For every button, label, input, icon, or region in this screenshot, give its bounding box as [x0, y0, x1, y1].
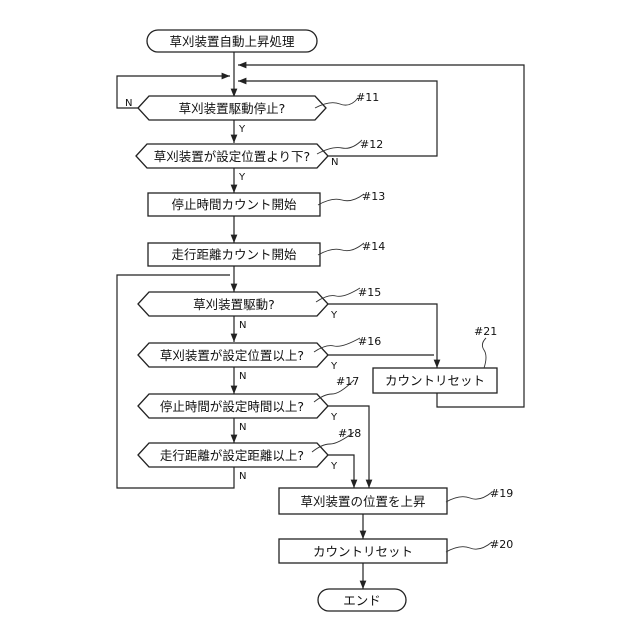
ref-18: #18 [338, 427, 361, 440]
branch-18-no: N [239, 471, 246, 482]
branch-18-yes: Y [330, 461, 338, 472]
decision-11-label: 草刈装置駆動停止? [179, 101, 286, 116]
process-20-label: カウントリセット [313, 544, 413, 559]
decision-11: 草刈装置駆動停止? [138, 96, 326, 120]
branch-11-yes: Y [238, 124, 246, 135]
branch-12-yes: Y [238, 172, 246, 183]
decision-15-label: 草刈装置駆動? [193, 297, 275, 312]
decision-17: 停止時間が設定時間以上? [138, 394, 328, 418]
ref-21: #21 [474, 325, 497, 338]
decision-12-label: 草刈装置が設定位置より下? [154, 149, 310, 164]
ref-12: #12 [360, 138, 383, 151]
branch-16-no: N [239, 371, 246, 382]
reference-leaders [312, 98, 492, 552]
end-terminal: エンド [318, 589, 406, 611]
ref-14: #14 [362, 240, 385, 253]
decision-12: 草刈装置が設定位置より下? [136, 144, 328, 168]
process-13-label: 停止時間カウント開始 [171, 197, 297, 212]
end-label: エンド [343, 593, 381, 608]
branch-17-yes: Y [330, 412, 338, 423]
process-14-label: 走行距離カウント開始 [171, 247, 297, 262]
start-terminal: 草刈装置自動上昇処理 [147, 30, 317, 52]
ref-15: #15 [358, 286, 381, 299]
ref-13: #13 [362, 190, 385, 203]
process-19-label: 草刈装置の位置を上昇 [300, 494, 425, 509]
process-21: カウントリセット [373, 368, 497, 393]
process-21-label: カウントリセット [385, 373, 485, 388]
ref-16: #16 [358, 335, 381, 348]
decision-16: 草刈装置が設定位置以上? [138, 343, 328, 367]
branch-15-no: N [239, 320, 246, 331]
ref-20: #20 [490, 538, 513, 551]
ref-11: #11 [356, 91, 379, 104]
reference-numbers: #11 #12 #13 #14 #15 #16 #17 #18 #19 #20 … [336, 91, 513, 551]
branch-12-no: N [331, 157, 338, 168]
process-19: 草刈装置の位置を上昇 [279, 488, 447, 514]
process-13: 停止時間カウント開始 [148, 193, 320, 216]
decision-15: 草刈装置駆動? [138, 292, 328, 316]
start-label: 草刈装置自動上昇処理 [169, 34, 295, 49]
decision-18: 走行距離が設定距離以上? [138, 443, 328, 467]
process-14: 走行距離カウント開始 [148, 243, 320, 266]
decision-18-label: 走行距離が設定距離以上? [160, 448, 304, 463]
branch-15-yes: Y [330, 310, 338, 321]
branch-16-yes: Y [330, 361, 338, 372]
branch-11-no: N [125, 98, 132, 109]
process-20: カウントリセット [279, 539, 447, 563]
ref-19: #19 [490, 487, 513, 500]
decision-16-label: 草刈装置が設定位置以上? [160, 348, 304, 363]
ref-17: #17 [336, 375, 359, 388]
branch-17-no: N [239, 422, 246, 433]
decision-17-label: 停止時間が設定時間以上? [160, 399, 304, 414]
